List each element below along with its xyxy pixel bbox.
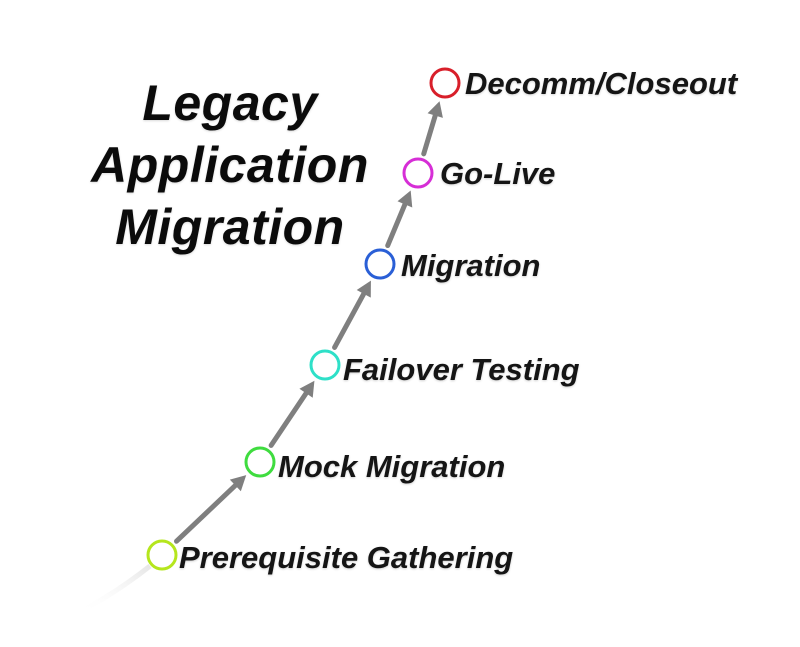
arrow-head — [299, 380, 315, 398]
arrow-shaft — [174, 481, 240, 544]
step-label-migration: Migration — [401, 248, 541, 283]
arrow-head — [397, 190, 413, 208]
arrow-shaft — [385, 200, 409, 249]
step-node-mock-migration — [244, 446, 276, 478]
arrow-migration-to-go-live — [385, 190, 413, 249]
step-node-failover-testing — [309, 349, 341, 381]
step-node-decomm-closeout — [429, 67, 461, 99]
step-label-mock-migration: Mock Migration — [278, 449, 506, 484]
arrow-shaft — [268, 389, 310, 448]
step-label-decomm-closeout: Decomm/Closeout — [465, 66, 738, 101]
step-label-prerequisite-gathering: Prerequisite Gathering — [179, 540, 514, 575]
diagram-title: Legacy Application Migration — [40, 72, 420, 258]
title-line-2: Application — [91, 137, 369, 193]
step-nodes — [146, 67, 461, 571]
arrow-failover-testing-to-migration — [332, 280, 371, 350]
step-node-prerequisite-gathering — [146, 539, 178, 571]
arrow-shaft — [332, 289, 368, 350]
step-node-go-live — [402, 157, 434, 189]
title-line-1: Legacy — [142, 75, 318, 131]
start-tail-shadow — [78, 564, 152, 615]
title-line-3: Migration — [115, 199, 345, 255]
arrow-mock-migration-to-failover-testing — [268, 380, 315, 448]
step-node-migration — [364, 248, 396, 280]
step-label-failover-testing: Failover Testing — [343, 352, 580, 387]
arrow-go-live-to-decomm-closeout — [421, 101, 443, 157]
arrow-prerequisite-gathering-to-mock-migration — [174, 475, 247, 544]
arrow-head — [427, 101, 443, 118]
arrow-shaft — [421, 111, 439, 157]
step-label-go-live: Go-Live — [440, 156, 556, 191]
arrow-connectors — [174, 101, 443, 544]
arrow-head — [229, 475, 247, 492]
arrow-head — [356, 280, 371, 298]
